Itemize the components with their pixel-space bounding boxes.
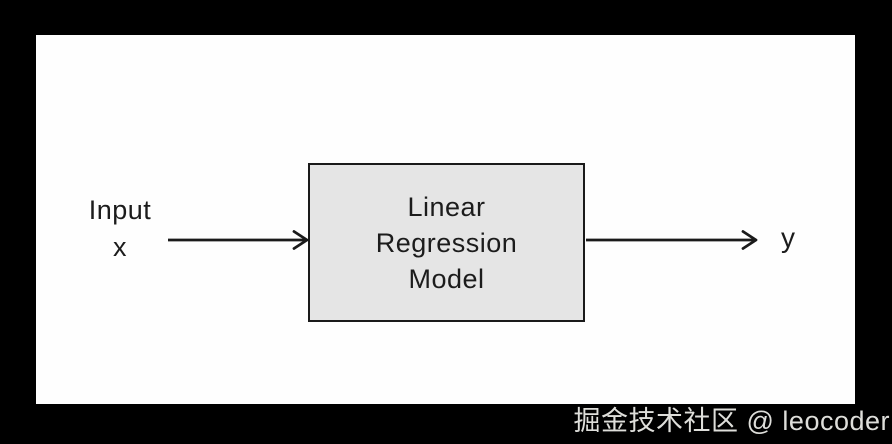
linear-regression-model-box: Linear Regression Model — [308, 163, 585, 322]
output-arrow — [586, 230, 758, 250]
input-variable-x: x — [113, 232, 127, 262]
model-box-label-line1: Linear — [407, 191, 486, 222]
output-label-y: y — [781, 222, 795, 253]
model-box-label-line3: Model — [408, 263, 485, 294]
input-label: Input x — [40, 192, 200, 266]
input-arrow — [168, 230, 309, 250]
watermark-text: 掘金技术社区 @ leocoder — [573, 406, 890, 436]
model-box-label-line2: Regression — [375, 227, 518, 258]
input-label-text: Input — [88, 195, 152, 225]
diagram-canvas: Input x Linear Regression Model y — [36, 35, 855, 404]
